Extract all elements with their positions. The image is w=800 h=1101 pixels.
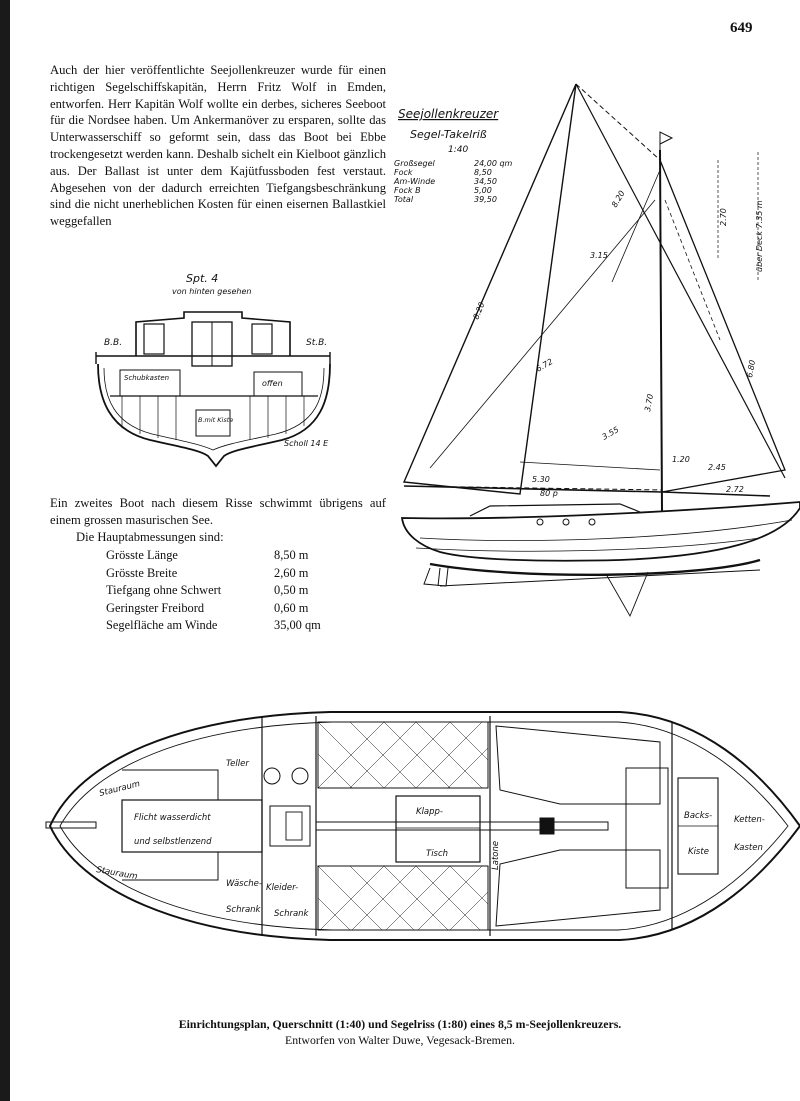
dimensions-label: Die Hauptabmessungen sind: bbox=[76, 530, 224, 544]
area-name: Total bbox=[394, 195, 414, 204]
label-offen: offen bbox=[262, 379, 283, 388]
area-name: Fock B bbox=[394, 186, 421, 195]
dimension-value: 0,50 m bbox=[274, 583, 309, 598]
sail-plan-scale: 1:40 bbox=[448, 145, 468, 155]
dim-label: 6.80 bbox=[745, 359, 757, 378]
label-klapp: Klapp- bbox=[416, 807, 443, 817]
dimension-name: Grösste Breite bbox=[106, 565, 178, 580]
dimension-row: Tiefgang ohne Schwert 0,50 m bbox=[106, 582, 332, 600]
intro-paragraph: Auch der hier veröffentlichte Seejollenk… bbox=[50, 63, 386, 229]
dimension-value: 35,00 qm bbox=[274, 618, 321, 633]
label-flicht: Flicht wasserdicht bbox=[134, 813, 211, 823]
page-edge-rule bbox=[0, 0, 10, 1101]
dimension-row: Segelfläche am Winde 35,00 qm bbox=[106, 617, 332, 635]
dimensions-table: Grösste Länge 8,50 m Grösste Breite 2,60 m… bbox=[106, 547, 332, 635]
label-ballast: B.mit Kiste bbox=[198, 416, 233, 424]
area-value: 8,50 bbox=[474, 168, 492, 177]
label-schubkasten: Schubkasten bbox=[124, 374, 169, 382]
area-value: 39,50 bbox=[474, 195, 497, 204]
dimension-row: Grösste Länge 8,50 m bbox=[106, 547, 332, 565]
sail-plan-title: Seejollenkreuzer bbox=[398, 107, 499, 121]
area-value: 34,50 bbox=[474, 177, 497, 186]
dimension-row: Geringster Freibord 0,60 m bbox=[106, 600, 332, 618]
label-wasche: Wäsche- bbox=[226, 879, 262, 889]
dim-label: 2.72 bbox=[726, 485, 744, 494]
label-ketten: Ketten- bbox=[734, 815, 765, 825]
dimension-value: 8,50 m bbox=[274, 548, 309, 563]
area-name: Am-Winde bbox=[393, 177, 435, 186]
dim-label: 1.20 bbox=[672, 455, 690, 464]
dim-label: 3.15 bbox=[590, 251, 608, 260]
dim-label: 3.55 bbox=[601, 425, 621, 442]
label-teller: Teller bbox=[226, 759, 249, 769]
cross-section-title: Spt. 4 bbox=[186, 272, 218, 285]
sail-areas: Großsegel 24,00 qm Fock 8,50 Am-Winde 34… bbox=[393, 159, 513, 204]
page-number: 649 bbox=[730, 20, 753, 36]
sail-plan-drawing: Seejollenkreuzer Segel-Takelriß 1:40 Gro… bbox=[393, 83, 800, 618]
deck-plan-drawing: Stauraum Stauraum Flicht wasserdicht und… bbox=[45, 711, 800, 941]
boom-label: 80 p bbox=[540, 489, 558, 498]
sail-dimensions: 8.20 6.72 5.30 3.55 2.45 2.72 3.15 8.20 … bbox=[472, 189, 764, 498]
label-scholl: Scholl 14 E bbox=[284, 439, 329, 448]
deck-labels: Stauraum Stauraum Flicht wasserdicht und… bbox=[95, 759, 764, 919]
sail-plan-subtitle: Segel-Takelriß bbox=[410, 128, 487, 141]
dimension-name: Grösste Länge bbox=[106, 548, 178, 563]
dimension-value: 2,60 m bbox=[274, 565, 309, 580]
dim-label: 8.20 bbox=[472, 301, 487, 321]
label-kleider: Kleider- bbox=[266, 883, 298, 893]
label-bb: B.B. bbox=[104, 338, 122, 348]
cross-section-drawing: Spt. 4 von hinten gesehen B.B. St.B. Sch… bbox=[95, 272, 331, 468]
label-stauraum-bottom: Stauraum bbox=[95, 865, 138, 882]
label-backs: Backs- bbox=[684, 811, 712, 821]
second-paragraph: Ein zweites Boot nach diesem Risse schwi… bbox=[50, 496, 386, 527]
side-label: 2.70 bbox=[719, 208, 728, 226]
dim-label: 6.72 bbox=[535, 357, 555, 374]
dim-label: 5.30 bbox=[532, 475, 550, 484]
label-kasten: Kasten bbox=[734, 843, 763, 853]
label-tisch: Tisch bbox=[426, 849, 448, 859]
area-value: 5,00 bbox=[474, 186, 492, 195]
caption-line-1: Einrichtungsplan, Querschnitt (1:40) und… bbox=[178, 1017, 622, 1031]
side-label: über Deck 7.35 m bbox=[755, 200, 764, 272]
dimension-name: Geringster Freibord bbox=[106, 600, 205, 615]
label-latone: Latone bbox=[491, 841, 501, 870]
dim-label: 8.20 bbox=[610, 189, 627, 209]
dim-label: 3.70 bbox=[643, 393, 655, 412]
figure-caption: Einrichtungsplan, Querschnitt (1:40) und… bbox=[0, 1016, 800, 1048]
area-name: Großsegel bbox=[394, 159, 436, 168]
area-value: 24,00 qm bbox=[474, 159, 513, 168]
cross-section-subtitle: von hinten gesehen bbox=[172, 287, 251, 296]
label-stauraum-top: Stauraum bbox=[98, 779, 141, 799]
caption-line-2: Entworfen von Walter Duwe, Vegesack-Brem… bbox=[285, 1033, 515, 1047]
label-kiste: Kiste bbox=[688, 847, 709, 857]
label-schrank1: Schrank bbox=[226, 905, 262, 915]
label-stb: St.B. bbox=[306, 338, 327, 348]
area-name: Fock bbox=[394, 168, 413, 177]
dimension-value: 0,60 m bbox=[274, 600, 309, 615]
dim-label: 2.45 bbox=[708, 463, 726, 472]
label-selbst: und selbstlenzend bbox=[134, 837, 212, 847]
dimension-name: Segelfläche am Winde bbox=[106, 618, 218, 633]
label-schrank2: Schrank bbox=[274, 909, 310, 919]
dimension-row: Grösste Breite 2,60 m bbox=[106, 565, 332, 583]
dimension-name: Tiefgang ohne Schwert bbox=[106, 583, 222, 598]
